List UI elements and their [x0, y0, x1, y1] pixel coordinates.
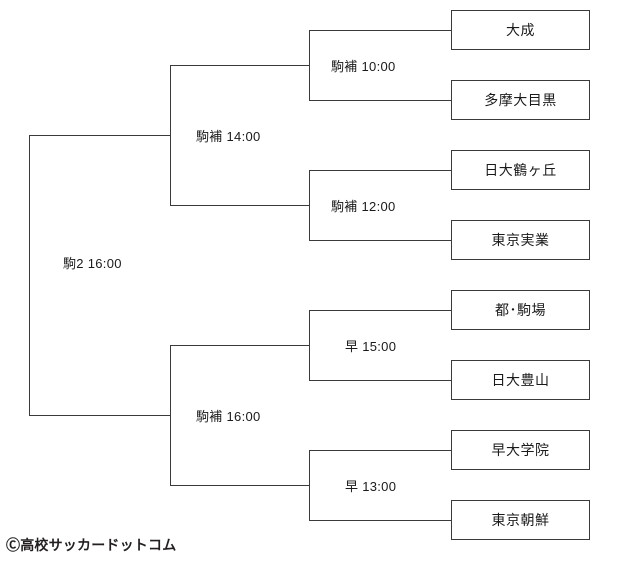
sf1-bottom-branch	[170, 205, 297, 206]
qf4-top-branch	[309, 450, 451, 451]
team-box[interactable]: 日大豊山	[451, 360, 590, 400]
match-label-sf1: 駒補 14:00	[196, 129, 261, 144]
team-box[interactable]: 東京実業	[451, 220, 590, 260]
team-box[interactable]: 大成	[451, 10, 590, 50]
team-box[interactable]: 都･駒場	[451, 290, 590, 330]
qf2-stub	[296, 205, 310, 206]
qf3-top-branch	[309, 310, 451, 311]
match-label-qf4: 早 13:00	[345, 479, 397, 494]
match-label-qf3: 早 15:00	[345, 339, 397, 354]
qf2-top-branch	[309, 170, 451, 171]
qf1-stub	[296, 65, 310, 66]
match-label-qf2: 駒補 12:00	[331, 199, 396, 214]
team-box[interactable]: 早大学院	[451, 430, 590, 470]
sf2-top-branch	[170, 345, 297, 346]
qf4-bottom-branch	[309, 520, 451, 521]
match-label-qf1: 駒補 10:00	[331, 59, 396, 74]
final-top-branch	[29, 135, 171, 136]
match-label-sf2: 駒補 16:00	[196, 409, 261, 424]
team-box[interactable]: 東京朝鮮	[451, 500, 590, 540]
copyright-credit: Ⓒ高校サッカードットコム	[6, 537, 177, 553]
qf1-bottom-branch	[309, 100, 451, 101]
qf1-top-branch	[309, 30, 451, 31]
qf2-bottom-branch	[309, 240, 451, 241]
qf3-stub	[296, 345, 310, 346]
final-connector	[29, 135, 30, 416]
sf1-top-branch	[170, 65, 297, 66]
qf3-bottom-branch	[309, 380, 451, 381]
team-box[interactable]: 多摩大目黒	[451, 80, 590, 120]
sf2-bottom-branch	[170, 485, 297, 486]
qf4-stub	[296, 485, 310, 486]
match-label-final: 駒2 16:00	[63, 256, 122, 271]
final-bottom-branch	[29, 415, 171, 416]
team-box[interactable]: 日大鶴ヶ丘	[451, 150, 590, 190]
